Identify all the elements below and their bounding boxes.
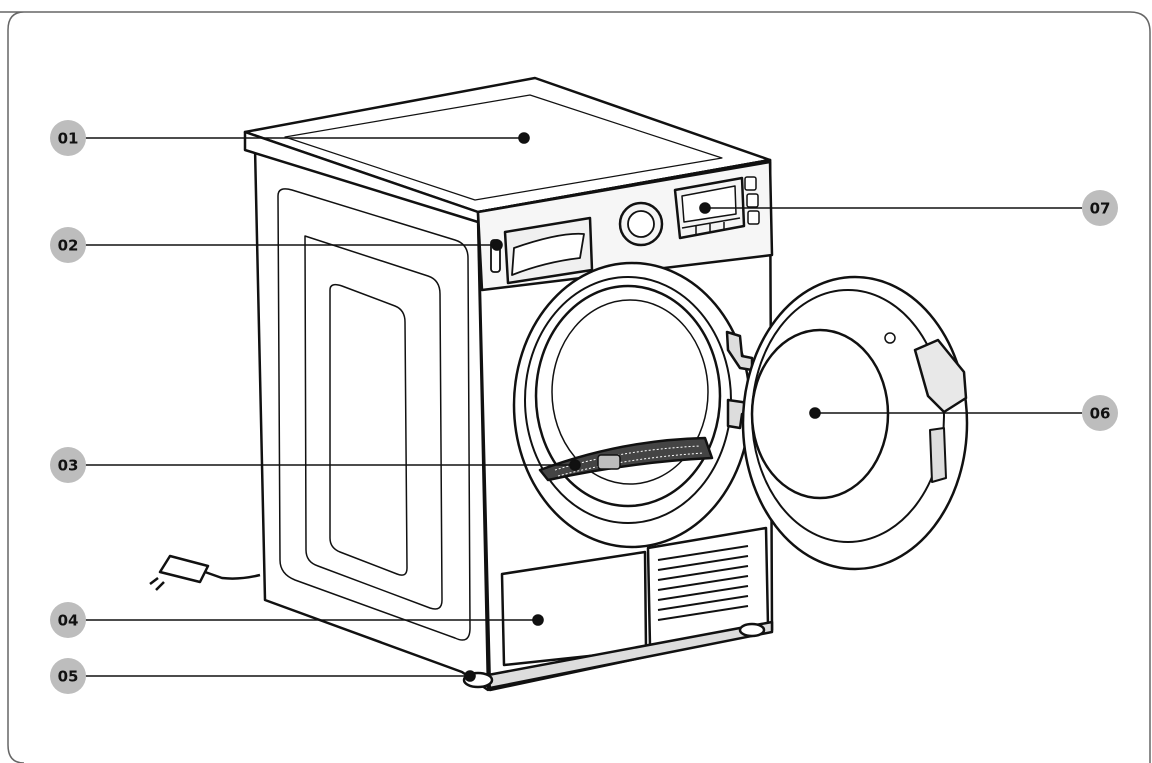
plug-prongs xyxy=(149,577,165,591)
front-right-foot xyxy=(738,622,766,638)
side-recess-panel xyxy=(329,283,408,576)
side-recess-outer xyxy=(277,188,471,641)
program-knob-inner xyxy=(627,210,655,238)
top-cover-inner xyxy=(284,94,723,201)
drum-inner xyxy=(551,299,709,485)
callout-badge-04: 04 xyxy=(50,602,86,638)
dryer-side-panel xyxy=(253,146,490,692)
button-row xyxy=(681,217,741,234)
figure-frame xyxy=(0,11,1151,763)
callout-label-07: 07 xyxy=(1090,200,1111,218)
detergent-drawer-handle xyxy=(511,232,585,276)
callout-label-03: 03 xyxy=(58,457,79,475)
callout-badge-03: 03 xyxy=(50,447,86,483)
callout-badge-06: 06 xyxy=(1082,395,1118,431)
callout-leaders xyxy=(85,132,1082,682)
leader-dot-03 xyxy=(569,459,581,471)
control-button-2 xyxy=(746,193,759,208)
control-button-1 xyxy=(744,176,757,191)
power-plug xyxy=(158,554,210,584)
side-recess-inner xyxy=(304,235,443,610)
door-latch xyxy=(929,427,947,483)
callout-label-05: 05 xyxy=(58,668,79,686)
callout-label-01: 01 xyxy=(58,130,79,148)
callout-badges: 01 02 03 04 05 06 07 xyxy=(50,120,1118,694)
callout-label-04: 04 xyxy=(58,612,79,630)
callout-badge-05: 05 xyxy=(50,658,86,694)
control-button-3 xyxy=(747,210,760,225)
filter-tab xyxy=(597,454,621,470)
leader-dot-01 xyxy=(518,132,530,144)
door-handle xyxy=(913,338,968,414)
callout-badge-01: 01 xyxy=(50,120,86,156)
leader-dot-07 xyxy=(699,202,711,214)
callout-badge-02: 02 xyxy=(50,227,86,263)
dryer-illustration xyxy=(149,76,969,692)
leader-dot-05 xyxy=(464,670,476,682)
vent-slots xyxy=(657,545,749,621)
leader-dot-02 xyxy=(491,239,503,251)
leader-dot-04 xyxy=(532,614,544,626)
callout-label-06: 06 xyxy=(1090,405,1111,423)
door-sensor xyxy=(884,332,896,344)
filter-grid xyxy=(554,445,705,477)
callout-badge-07: 07 xyxy=(1082,190,1118,226)
callout-label-02: 02 xyxy=(58,237,79,255)
leader-dot-06 xyxy=(809,407,821,419)
